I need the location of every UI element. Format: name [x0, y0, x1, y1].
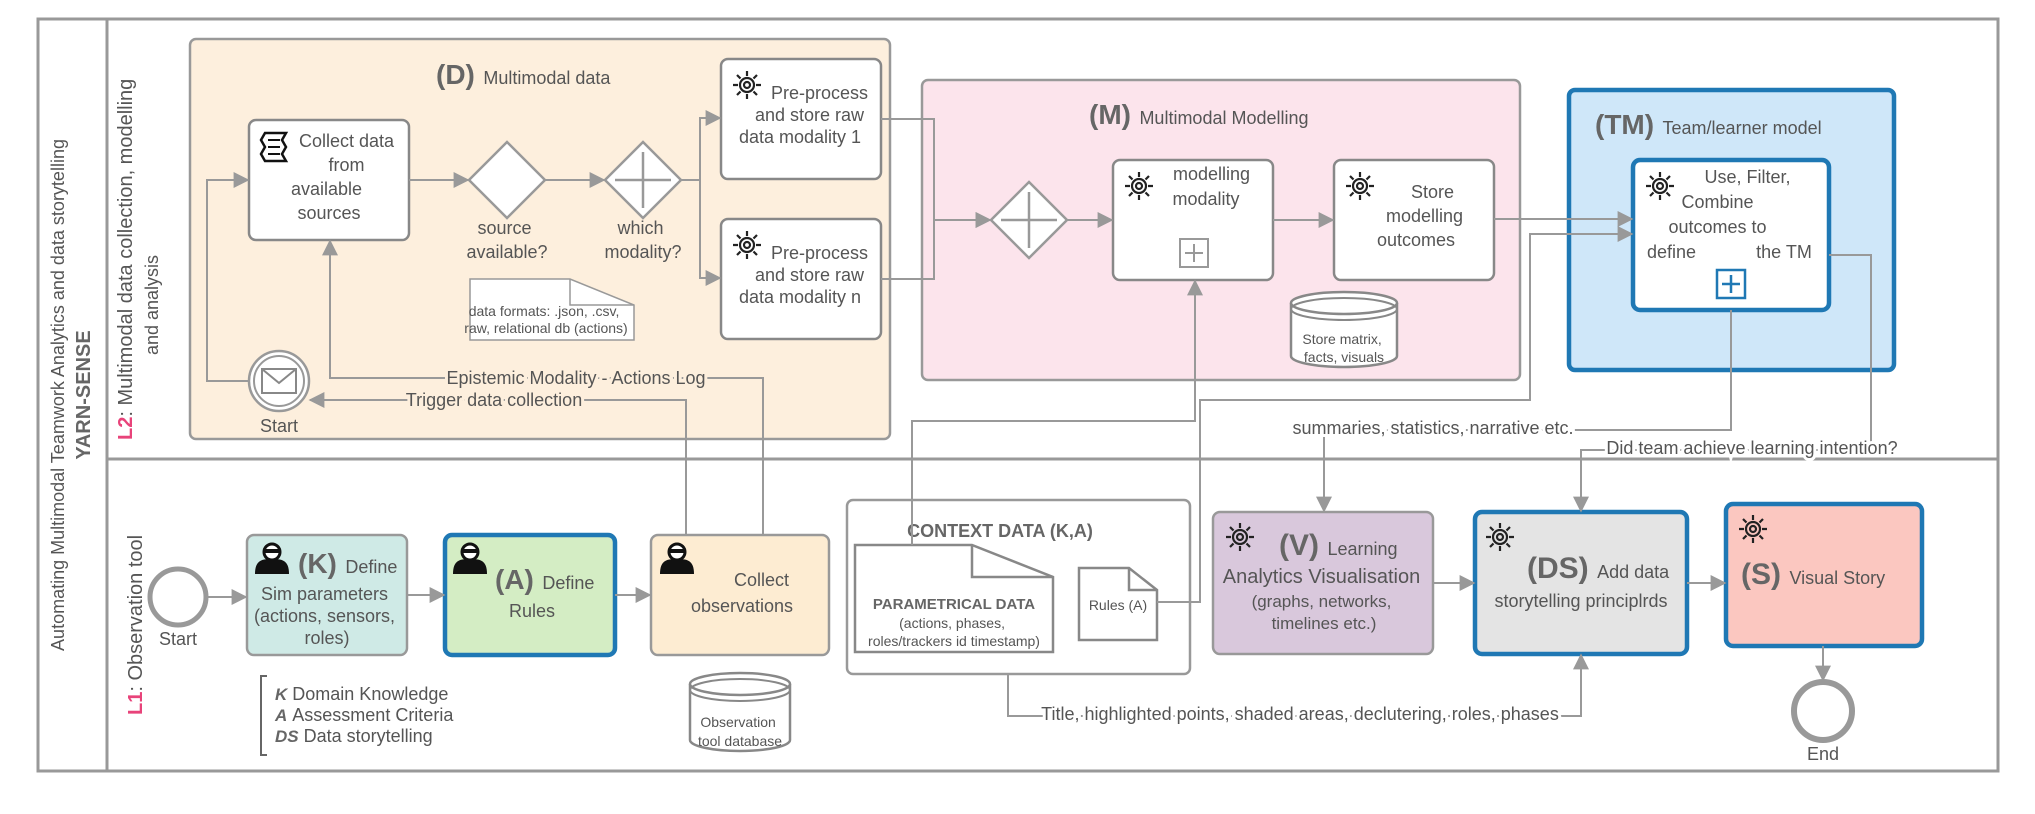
define-rules-task[interactable]: (A) Define Rules — [442, 532, 618, 658]
parametrical-data-document: PARAMETRICAL DATA (actions, phases, role… — [853, 543, 1055, 654]
scroll-icon — [259, 131, 289, 163]
svg-text:Start: Start — [159, 629, 197, 649]
which-modality-gateway[interactable]: which modality? — [603, 140, 683, 262]
svg-text:Collect observations: Collect observations — [691, 570, 794, 616]
preprocess-modality-1-task[interactable]: Pre-process and store raw data modality … — [719, 57, 883, 181]
svg-text:Start: Start — [260, 416, 298, 436]
preprocess-modality-n-task[interactable]: Pre-process and store raw data modality … — [719, 217, 883, 341]
svg-text:(DS) Add data: (DS) Add data — [1527, 552, 1670, 585]
svg-text:(K) Define: (K) Define — [298, 548, 397, 579]
add-data-storytelling-task[interactable]: (DS) Add data storytelling principlrds — [1472, 509, 1690, 657]
use-filter-combine-task[interactable]: Use, Filter, Combine outcomes to define … — [1630, 157, 1832, 313]
svg-text:Use, Filter, Combine: Use, Filter, Combine outcomes to define … — [1647, 167, 1812, 262]
svg-text:(V) Learning: (V) Learning — [1279, 529, 1398, 562]
svg-text:modelling modality: modelling modality — [1172, 164, 1255, 209]
lane-l1-label: L1: Observation tool — [125, 535, 147, 715]
store-matrix-database: Store matrix, facts, visuals — [1289, 290, 1399, 369]
multimodal-modelling-title: (M) Multimodal Modelling — [1089, 99, 1309, 130]
svg-text:Analytics Visualisation: Analytics Visualisation (graphs, network… — [1223, 566, 1426, 633]
svg-text:Pre-process and store ra: Pre-process and store raw data modality … — [739, 83, 873, 147]
svg-text:Observation tool databas: Observation tool database — [698, 714, 782, 749]
svg-text:Pre-process and store ra: Pre-process and store raw data modality … — [739, 243, 873, 307]
svg-text:data formats: .json, .csv,: data formats: .json, .csv, raw, relation… — [464, 303, 627, 336]
svg-text:Store matrix, facts, vis: Store matrix, facts, visuals — [1302, 331, 1385, 365]
multimodal-data-title: (D) Multimodal data — [436, 59, 611, 90]
epistemic-modality-label: Epistemic Modality - Actions Log — [446, 368, 705, 388]
svg-text:source available?: source available? — [466, 218, 547, 262]
pool-title: Automating Multimodal Teamwork Analytics… — [48, 139, 68, 651]
collect-data-task[interactable]: Collect data from available sources — [247, 118, 411, 242]
lane-l2-label-2: and analysis — [142, 255, 162, 355]
collect-observations-task[interactable]: Collect observations — [649, 533, 831, 657]
message-start-event[interactable]: Start — [247, 349, 311, 436]
svg-text:End: End — [1807, 744, 1839, 764]
storytelling-hints-label: Title, highlighted points, shaded areas,… — [1041, 704, 1559, 724]
store-modelling-outcomes-task[interactable]: Store modelling outcomes — [1332, 158, 1496, 282]
data-formats-note: data formats: .json, .csv, raw, relation… — [464, 278, 635, 341]
svg-text:Store modelling ou: Store modelling outcomes — [1377, 182, 1468, 250]
envelope-icon — [261, 368, 297, 394]
observation-tool-database: Observation tool database — [688, 671, 792, 753]
svg-text:CONTEXT DATA (K,A): CONTEXT DATA (K,A) — [907, 521, 1093, 541]
subprocess-plus-icon — [1179, 238, 1209, 268]
source-available-gateway[interactable]: source available? — [466, 140, 548, 262]
team-model-title: (TM) Team/learner model — [1595, 109, 1822, 140]
rules-document: Rules (A) — [1077, 566, 1159, 642]
svg-text:Sim parameters (actions,: Sim parameters (actions, sensors, roles) — [254, 584, 400, 648]
svg-text:Rules: Rules — [509, 601, 555, 621]
pool-subtitle: YARN-SENSE — [73, 330, 95, 459]
learning-intention-label: Did team achieve learning intention? — [1606, 438, 1897, 458]
summaries-label: summaries, statistics, narrative etc. — [1292, 418, 1573, 438]
learning-analytics-visualisation-task[interactable]: (V) Learning Analytics Visualisation (gr… — [1211, 510, 1435, 656]
svg-text:(A) Define: (A) Define — [495, 564, 594, 595]
end-event[interactable]: End — [1791, 679, 1855, 764]
svg-text:which modality?: which modality? — [604, 218, 681, 262]
define-sim-parameters-task[interactable]: (K) Define Sim parameters (actions, sens… — [245, 533, 409, 657]
svg-text:(S) Visual Story: (S) Visual Story — [1741, 558, 1885, 591]
subprocess-plus-icon — [1715, 268, 1747, 300]
svg-text:PARAMETRICAL DATA: PARAMETRICAL DATA — [873, 596, 1035, 613]
parallel-gateway[interactable] — [989, 180, 1069, 260]
sequence-flows — [206, 110, 1872, 717]
svg-text:storytelling principlrds: storytelling principlrds — [1494, 591, 1667, 611]
modelling-modality-task[interactable]: modelling modality — [1111, 158, 1275, 282]
trigger-data-collection-label: Trigger data collection — [406, 390, 582, 410]
lane-l2-label: L2: Multimodal data collection, modellin… — [115, 79, 137, 440]
svg-text:Collect data from: Collect data from available sources — [291, 131, 399, 223]
visual-story-task[interactable]: (S) Visual Story — [1723, 501, 1925, 649]
svg-text:Rules (A): Rules (A) — [1089, 597, 1147, 613]
svg-text:(actions, phases, roles/: (actions, phases, roles/trackers id time… — [868, 615, 1040, 649]
